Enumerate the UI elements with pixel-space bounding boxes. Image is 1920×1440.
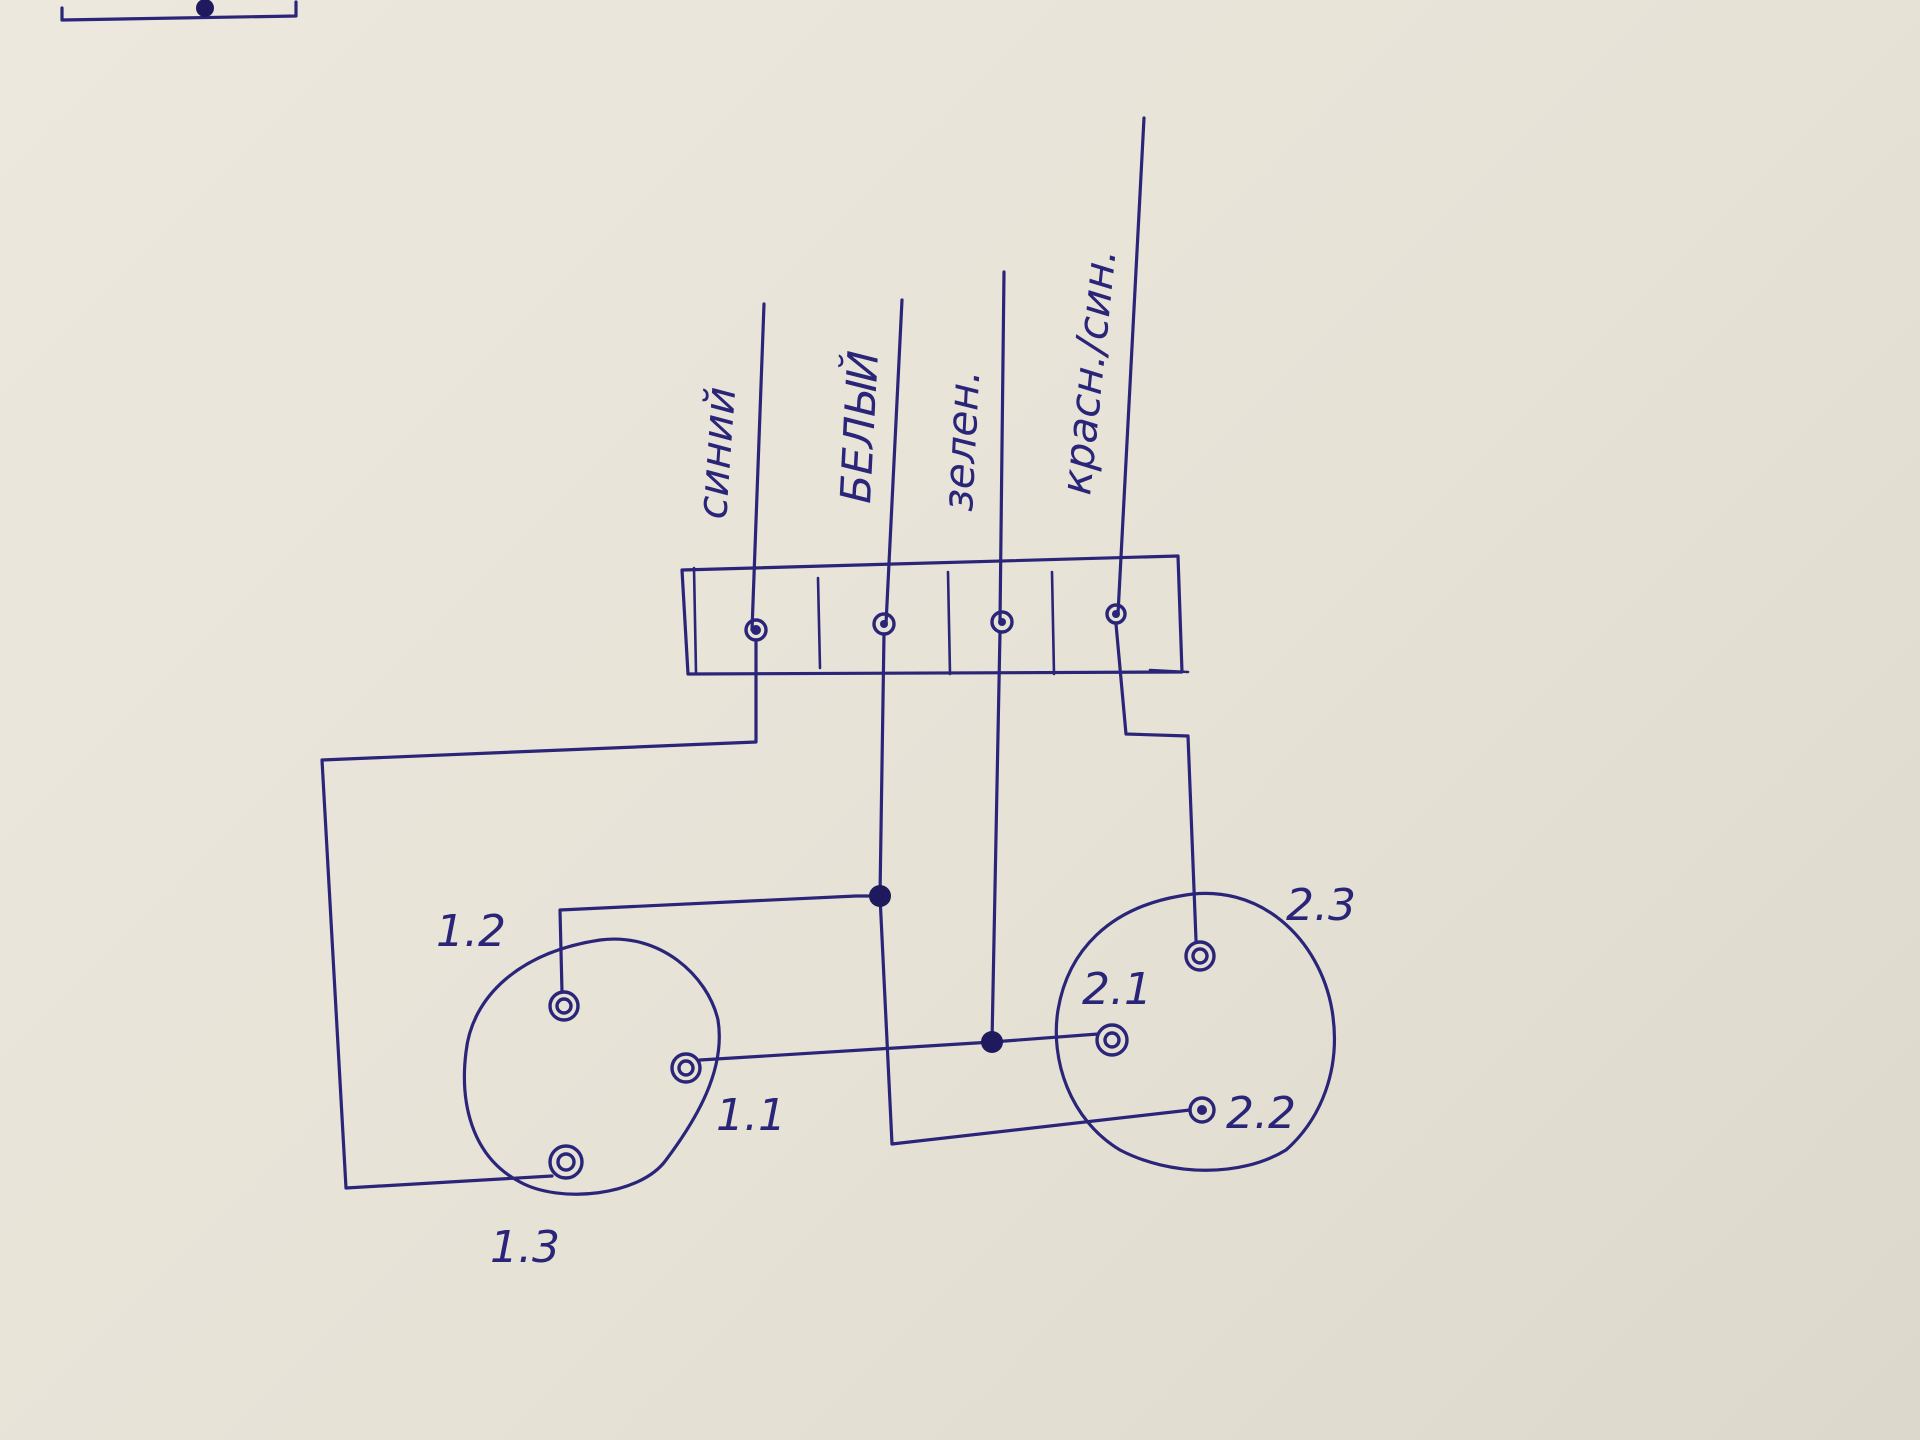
terminal-divider-1	[816, 576, 822, 670]
wire-white-branch-1-2	[558, 894, 882, 994]
terminal-block-inner-edge	[692, 566, 698, 674]
pin-2-2	[1188, 1096, 1216, 1124]
pin-2-1	[1095, 1023, 1129, 1057]
wire-green-bridge	[698, 1032, 1100, 1062]
wire-label-green: зелен.	[933, 368, 989, 512]
label-pin-2-3: 2.3	[1286, 880, 1356, 931]
terminal-divider-3	[1050, 570, 1056, 676]
wire-redblue-route	[1114, 622, 1198, 942]
terminal-screw-1	[744, 618, 768, 642]
terminal-screw-4	[1105, 603, 1127, 625]
wire-white-route	[878, 632, 1192, 1146]
label-pin-2-2: 2.2	[1226, 1088, 1296, 1139]
terminal-screw-2	[872, 612, 896, 636]
pin-2-3	[1184, 940, 1216, 972]
wire-label-blue: синий	[687, 385, 745, 521]
wire-white-incoming	[884, 298, 904, 626]
label-pin-1-3: 1.3	[490, 1222, 560, 1273]
wire-green-incoming	[998, 270, 1006, 624]
label-pin-2-1: 2.1	[1082, 964, 1152, 1015]
terminal-screw-3	[990, 610, 1014, 634]
corner-fragment-dot	[196, 0, 214, 17]
wire-redblue-incoming	[1116, 116, 1146, 616]
wire-label-redblue: красн./син.	[1051, 246, 1126, 497]
pin-1-1	[670, 1052, 702, 1084]
wire-blue-route	[320, 638, 758, 1190]
wire-blue-incoming	[750, 302, 766, 632]
terminal-block-bottom-ext	[1148, 668, 1190, 674]
label-pin-1-2: 1.2	[436, 906, 506, 957]
pin-1-3	[548, 1144, 584, 1180]
wire-label-white: БЕЛЫЙ	[830, 349, 888, 504]
pin-1-2	[548, 990, 580, 1022]
connector-2-outline	[1054, 891, 1337, 1172]
connector-1-outline	[462, 937, 721, 1196]
wire-green-route	[990, 630, 1002, 1044]
corner-fragment	[60, 0, 298, 22]
junction-white	[869, 885, 891, 907]
terminal-divider-2	[946, 570, 952, 676]
junction-green	[981, 1031, 1003, 1053]
label-pin-1-1: 1.1	[716, 1090, 786, 1141]
